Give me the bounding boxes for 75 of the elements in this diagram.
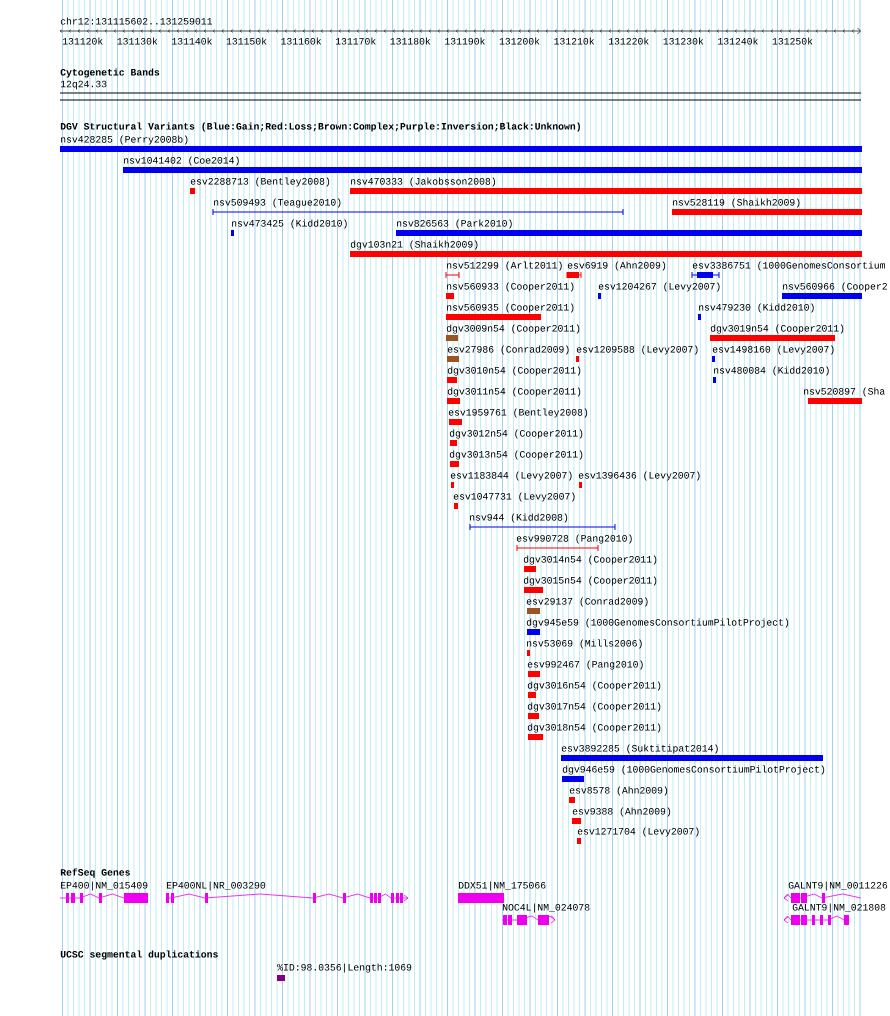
gene-label: DDX51|NM_175066 [458,881,546,891]
variant-label: esv27986 (Conrad2009) [447,345,569,355]
variant-label: dgv3016n54 (Cooper2011) [527,681,661,691]
variant-label: nsv480084 (Kidd2010) [714,366,829,376]
variant-label: esv6919 (Ahn2009) [567,261,666,271]
variant-label: nsv479230 (Kidd2010) [699,303,814,313]
axis-tick-label: 131140k [172,37,212,45]
position-label: chr12:131115602..131259011 [60,17,213,25]
variant-label: dgv3018n54 (Cooper2011) [527,723,661,733]
gene-label: GALNT9|NM_0011226 [788,881,888,891]
axis-tick-label: 131150k [226,37,267,45]
variant-label: esv1047731 (Levy2007) [453,492,575,502]
variant-label: esv1209588 (Levy2007) [576,345,698,355]
variant-label: nsv53069 (Mills2006) [527,639,642,649]
variant-label: nsv560966 (Cooper2 [783,282,887,292]
variant-label: esv992467 (Pang2010) [527,660,643,670]
variant-label: nsv520897 (Sha [804,387,885,397]
variant-label: nsv944 (Kidd2008) [470,513,568,523]
track-title: UCSC segmental duplications [60,950,218,960]
variant-label: dgv3013n54 (Cooper2011) [449,450,583,460]
variant-label: dgv3017n54 (Cooper2011) [527,702,661,712]
variant-label: esv2288713 (Bentley2008) [190,177,330,187]
variant-label: dgv103n21 (Shaikh2009) [350,240,478,250]
axis-tick-label: 131250k [772,37,813,45]
track-title: Cytogenetic Bands [60,68,160,78]
gene-label: EP400NL|NR_003290 [166,881,266,891]
variant-label: dgv3010n54 (Cooper2011) [447,366,581,376]
variant-label: nsv470333 (Jakobsson2008) [351,177,495,187]
variant-label: dgv3014n54 (Cooper2011) [523,555,657,565]
variant-label: esv1498160 (Levy2007) [712,345,834,355]
axis-tick-label: 131240k [718,37,758,45]
variant-label: dgv945e59 (1000GenomesConsortiumPilotProject) [526,618,789,628]
variant-label: esv3892285 (Suktitipat2014) [561,744,718,754]
variant-label: nsv826563 (Park2010) [397,219,512,229]
gene-label: NOC4L|NM_024078 [502,903,590,913]
axis-tick-label: 131170k [335,37,376,45]
variant-label: nsv1041402 (Coe2014) [124,156,239,166]
variant-label: esv29137 (Conrad2009) [526,597,648,607]
axis-tick-label: 131180k [390,37,431,45]
variant-label: esv1959761 (Bentley2008) [448,408,588,418]
track-title: RefSeq Genes [60,868,130,878]
gene-label: EP400|NM_015409 [60,881,148,891]
variant-label: nsv509493 (Teague2010) [214,198,341,208]
axis-tick-label: 131220k [608,37,649,45]
variant-label: dgv3011n54 (Cooper2011) [447,387,581,397]
variant-label: dgv3015n54 (Cooper2011) [523,576,657,586]
variant-label: dgv3012n54 (Cooper2011) [449,429,583,439]
variant-label: esv1204267 (Levy2007) [598,282,720,292]
variant-label: nsv473425 (Kidd2010) [232,219,347,229]
duplication-label: %ID:98.0356|Length:1069 [277,963,412,973]
axis-tick-label: 131130k [117,37,158,45]
gene-label: GALNT9|NM_021808 [792,903,886,913]
track-title: DGV Structural Variants (Blue:Gain;Red:Loss;Brown:Complex;Purple:Inversion;Black:Unknown) [60,122,580,132]
variant-label: nsv560935 (Cooper2011) [447,303,574,313]
variant-label: dgv946e59 (1000GenomesConsortiumPilotProject) [562,765,825,775]
variant-label: nsv428285 (Perry2008b) [61,135,188,145]
variant-label: esv3386751 (1000GenomesConsortium [692,261,885,271]
axis-tick-label: 131230k [663,37,704,45]
axis-tick-label: 131210k [554,37,595,45]
axis-tick-label: 131200k [499,37,540,45]
axis-tick-label: 131120k [62,37,103,45]
band-label: 12q24.33 [60,80,107,90]
variant-label: dgv3019n54 (Cooper2011) [710,324,844,334]
variant-label: nsv560933 (Cooper2011) [447,282,574,292]
variant-label: dgv3009n54 (Cooper2011) [446,324,580,334]
variant-label: esv1183844 (Levy2007) [450,471,572,481]
axis-tick-label: 131190k [445,37,485,45]
variant-label: esv8578 (Ahn2009) [569,786,668,796]
axis-tick-label: 131160k [281,37,322,45]
variant-label: nsv528119 (Shaikh2009) [673,198,800,208]
variant-label: esv1271704 (Levy2007) [577,827,699,837]
variant-label: nsv512299 (Arlt2011) [447,261,562,271]
variant-label: esv990728 (Pang2010) [516,534,632,544]
variant-label: esv9388 (Ahn2009) [572,807,671,817]
variant-label: esv1396436 (Levy2007) [578,471,700,481]
